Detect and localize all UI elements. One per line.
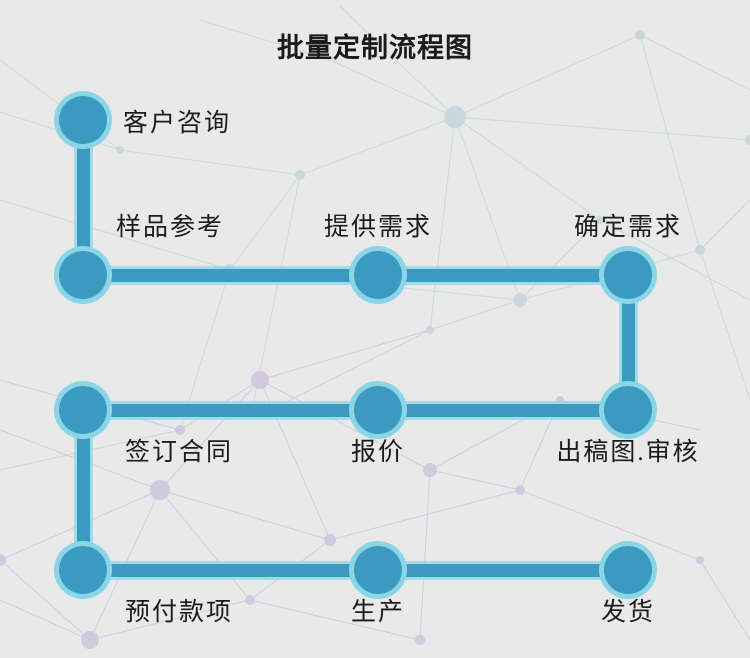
node-label-n5: 出稿图.审核 [556, 439, 700, 466]
node-n9[interactable] [354, 546, 402, 594]
node-label-n8: 预付款项 [125, 599, 234, 626]
node-label-n4: 确定需求 [573, 214, 683, 241]
node-label-n3: 提供需求 [323, 214, 433, 241]
connector-n9-n10 [378, 563, 628, 577]
connector-n8-n9 [83, 563, 378, 577]
node-n1[interactable] [59, 96, 107, 144]
node-n6[interactable] [354, 386, 402, 434]
node-n10[interactable] [604, 546, 652, 594]
node-label-n2: 样品参考 [116, 214, 225, 241]
node-n3[interactable] [354, 251, 402, 299]
node-n7[interactable] [59, 386, 107, 434]
page-title: 批量定制流程图 [277, 33, 473, 64]
node-n8[interactable] [59, 546, 107, 594]
connector-n3-n4 [378, 268, 628, 282]
node-label-n7: 签订合同 [125, 439, 234, 466]
connector-n1-n2 [76, 120, 90, 275]
connector-n6-n7 [83, 403, 378, 417]
node-label-n9: 生产 [350, 599, 406, 626]
node-label-n10: 发货 [600, 599, 656, 626]
node-label-n6: 报价 [350, 439, 406, 466]
connector-n2-n3 [83, 268, 378, 282]
connector-n4-n5 [621, 275, 635, 410]
node-label-n1: 客户咨询 [123, 110, 232, 137]
node-n4[interactable] [604, 251, 652, 299]
node-n5[interactable] [604, 386, 652, 434]
connector-n5-n6 [378, 403, 628, 417]
connector-n7-n8 [76, 410, 90, 570]
node-n2[interactable] [59, 251, 107, 299]
